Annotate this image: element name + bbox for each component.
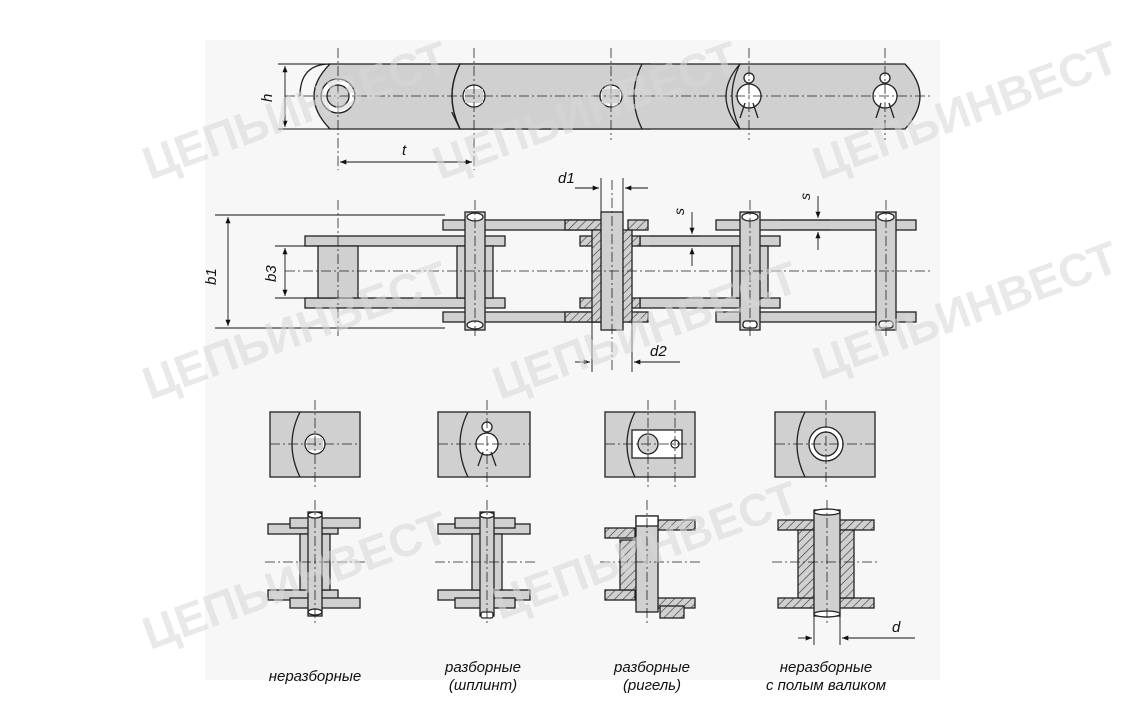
dim-t-label: t [402, 142, 407, 159]
variant-centerlines [270, 400, 875, 490]
caption-4-line2: с полым валиком [766, 677, 886, 694]
dim-s-right-label: s [797, 193, 813, 200]
top-view [299, 63, 921, 130]
dim-b1-label: b1 [203, 268, 220, 285]
top-centerlines [285, 48, 930, 170]
caption-2-line2: (шплинт) [449, 677, 517, 694]
dim-b3-label: b3 [263, 265, 280, 282]
dim-s-left-label: s [671, 208, 687, 215]
side-centerlines [285, 180, 930, 370]
caption-3-line2: (ригель) [623, 677, 681, 694]
variant-captions: неразборные разборные (шплинт) разборные… [269, 659, 886, 694]
dim-d2-label: d2 [650, 343, 667, 360]
variant-top-views [269, 411, 876, 478]
dim-h-label: h [259, 94, 276, 102]
caption-3-line1: разборные [613, 659, 690, 676]
hollow-dimension [798, 616, 915, 645]
caption-1-line1: неразборные [269, 668, 362, 685]
side-dimensions [215, 178, 830, 372]
caption-2-line1: разборные [444, 659, 521, 676]
variant-side-centerlines [265, 500, 880, 625]
dim-d1-label: d1 [558, 170, 575, 187]
plate-3 [725, 63, 921, 130]
variant-side-views [267, 508, 875, 619]
top-dimensions [278, 63, 472, 165]
dim-d-label: d [892, 619, 901, 636]
caption-4-line1: неразборные [780, 659, 873, 676]
